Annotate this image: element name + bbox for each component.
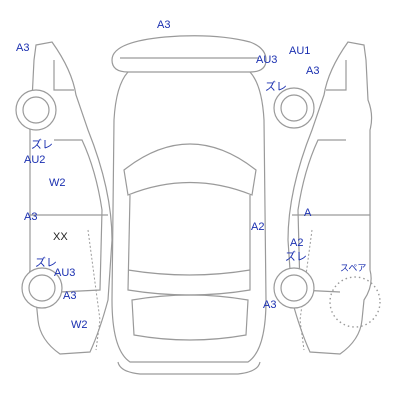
body-outline bbox=[111, 71, 267, 363]
label-lr-w2: W2 bbox=[71, 319, 88, 331]
label-lr-au3: AU3 bbox=[54, 267, 76, 279]
label-lr-zure: ズレ bbox=[35, 257, 57, 269]
label-l-xx: XX bbox=[53, 231, 68, 243]
roof-outline bbox=[127, 194, 251, 296]
label-rf-au1: AU1 bbox=[289, 45, 311, 57]
label-r-a2: A2 bbox=[251, 221, 265, 233]
label-lr-a3: A3 bbox=[63, 290, 77, 302]
front-bumper-outline bbox=[111, 35, 267, 73]
label-rf-au3: AU3 bbox=[256, 54, 278, 66]
spare-tire bbox=[329, 276, 381, 328]
windshield-outline bbox=[123, 143, 257, 196]
label-l-zure: ズレ bbox=[31, 139, 53, 151]
right-side-outline bbox=[287, 41, 373, 355]
left-side-outline bbox=[27, 41, 113, 355]
label-lf-a3: A3 bbox=[16, 42, 30, 54]
label-rf-a3: A3 bbox=[306, 65, 320, 77]
label-l-w2: W2 bbox=[49, 177, 66, 189]
label-spare: スペア bbox=[340, 263, 367, 273]
label-rr-a3: A3 bbox=[263, 299, 277, 311]
label-l-a3: A3 bbox=[24, 211, 38, 223]
label-r-a2b: A2 bbox=[290, 237, 304, 249]
label-r-zure: ズレ bbox=[285, 251, 307, 263]
label-rf-zure: ズレ bbox=[265, 81, 287, 93]
label-top-a3: A3 bbox=[157, 19, 171, 31]
rear-bumper-outline bbox=[117, 361, 261, 375]
label-r-a: A bbox=[304, 207, 312, 219]
label-l-au2: AU2 bbox=[24, 154, 46, 166]
